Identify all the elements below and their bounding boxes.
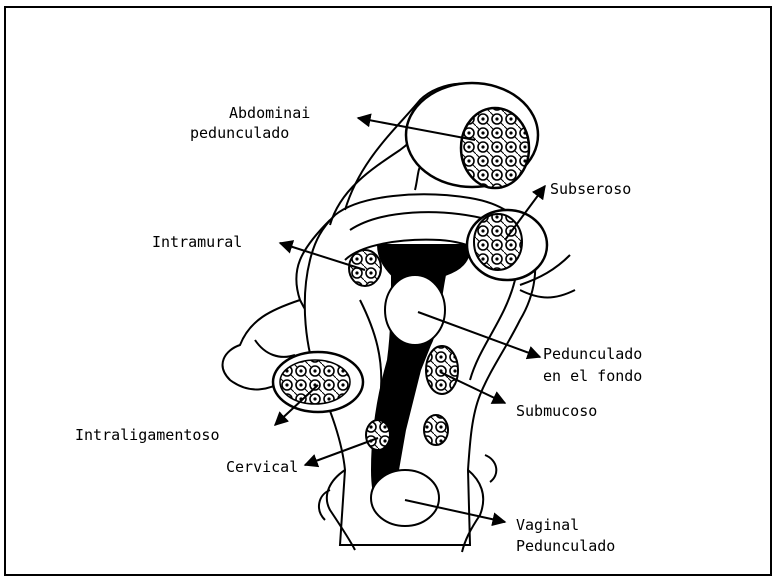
intramural-fibroid xyxy=(349,250,381,286)
abdominal-fibroid xyxy=(406,83,538,188)
label-pedunculado-line2: en el fondo xyxy=(543,367,642,385)
label-vaginal-line2: Pedunculado xyxy=(516,537,615,555)
fundal-pedunculated-fibroid xyxy=(385,275,445,345)
vaginal-fibroid xyxy=(371,470,439,526)
label-subseroso: Subseroso xyxy=(550,180,631,198)
label-intramural: Intramural xyxy=(152,233,242,251)
label-vaginal-line1: Vaginal xyxy=(516,516,579,534)
label-submucoso: Submucoso xyxy=(516,402,597,420)
submucosal-fibroid xyxy=(426,346,458,394)
label-abdominal-line2: pedunculado xyxy=(190,124,289,142)
label-cervical: Cervical xyxy=(226,458,298,476)
label-abdominal-line1: Abdominai xyxy=(229,104,310,122)
label-pedunculado-line1: Pedunculado xyxy=(543,345,642,363)
intraligamentary-fibroid xyxy=(273,352,363,412)
label-intraligamentoso: Intraligamentoso xyxy=(75,426,220,444)
subserosal-fibroid xyxy=(467,210,547,280)
